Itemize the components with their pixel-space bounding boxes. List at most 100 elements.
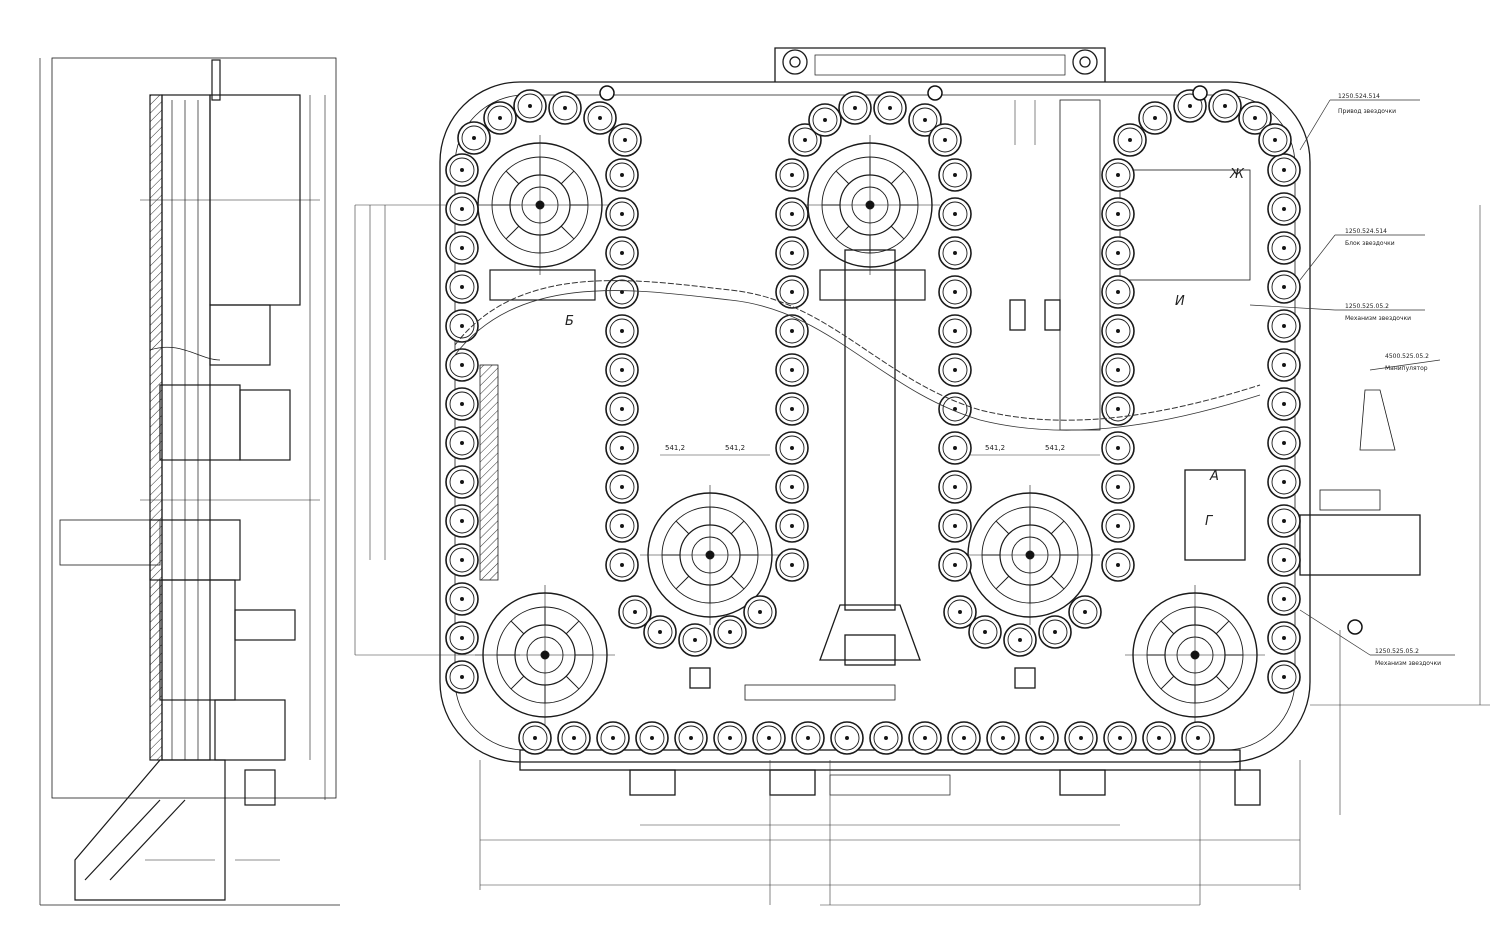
tool-pocket	[1101, 353, 1135, 387]
tool-pocket	[938, 314, 972, 348]
tool-pocket	[605, 158, 639, 192]
tool-pocket	[713, 721, 747, 755]
tool-pocket	[938, 470, 972, 504]
tool-pocket	[678, 623, 712, 657]
tool-pocket	[1267, 582, 1301, 616]
tool-pocket	[445, 543, 479, 577]
callout-3-text: Механизм звездочки	[1345, 315, 1411, 322]
tool-pocket	[873, 91, 907, 125]
tool-pocket	[1113, 123, 1147, 157]
callout-1: 1250.524.514 Привод звездочки	[1299, 93, 1420, 151]
tool-pocket	[1064, 721, 1098, 755]
tool-pocket	[743, 595, 777, 629]
tool-pocket	[830, 721, 864, 755]
magazine-frame	[439, 47, 1421, 806]
tool-pocket	[1267, 387, 1301, 421]
tool-pocket	[605, 236, 639, 270]
tool-pocket	[674, 721, 708, 755]
tool-pocket	[445, 192, 479, 226]
tool-pocket	[445, 660, 479, 694]
tool-pocket	[445, 426, 479, 460]
tool-pocket	[869, 721, 903, 755]
callout-5-text: Механизм звездочки	[1375, 660, 1441, 667]
view-label-a: А	[1209, 469, 1219, 484]
tool-pocket	[445, 465, 479, 499]
guide-pins	[599, 85, 1363, 635]
tool-pocket	[775, 353, 809, 387]
tool-pocket	[775, 158, 809, 192]
tool-pocket	[938, 392, 972, 426]
tool-pocket	[548, 91, 582, 125]
dim-label-3: 541,2	[985, 444, 1005, 452]
dimension-lines	[354, 100, 1490, 906]
tool-pocket	[1267, 426, 1301, 460]
tool-pocket	[513, 89, 547, 123]
tool-pocket	[1208, 89, 1242, 123]
tool-pocket	[1101, 509, 1135, 543]
tool-pocket	[752, 721, 786, 755]
tool-pocket	[938, 197, 972, 231]
tool-pocket	[775, 548, 809, 582]
tool-pocket	[788, 123, 822, 157]
tool-pocket	[1101, 158, 1135, 192]
sprocket-wheel	[1125, 585, 1265, 725]
view-label-g: Г	[1205, 514, 1214, 529]
tool-pocket	[938, 275, 972, 309]
tool-pocket	[483, 101, 517, 135]
tool-pocket	[938, 548, 972, 582]
tool-pocket	[605, 431, 639, 465]
chain-path-curve-2	[454, 290, 1261, 431]
tool-pocket	[445, 582, 479, 616]
sprocket-wheel	[475, 585, 615, 725]
tool-pocket	[445, 348, 479, 382]
tool-pocket	[1101, 314, 1135, 348]
tool-pocket	[557, 721, 591, 755]
view-label-b: Б	[565, 314, 574, 329]
tool-pocket	[635, 721, 669, 755]
tool-pocket	[608, 123, 642, 157]
tool-pocket	[775, 236, 809, 270]
tool-pocket	[775, 197, 809, 231]
tool-pocket	[1267, 231, 1301, 265]
tool-pocket	[943, 595, 977, 629]
tool-pocket	[1142, 721, 1176, 755]
tool-pocket	[1258, 123, 1292, 157]
tool-pocket	[808, 103, 842, 137]
callout-4: 4500.525.05.2 Манипулятор	[1369, 353, 1441, 372]
tool-pocket	[1101, 548, 1135, 582]
tool-pocket	[775, 314, 809, 348]
tool-pocket	[445, 621, 479, 655]
side-view	[39, 57, 340, 906]
tool-pocket	[583, 101, 617, 135]
sprocket-wheel	[800, 135, 940, 275]
tool-pocket	[1038, 615, 1072, 649]
tool-pocket	[1101, 275, 1135, 309]
tool-pocket	[775, 431, 809, 465]
dim-label-2: 541,2	[725, 444, 745, 452]
tool-pocket	[605, 509, 639, 543]
tool-pocket	[1101, 236, 1135, 270]
callout-2: 1250.524.514 Блок звездочки	[1299, 228, 1425, 281]
tool-pocket	[605, 197, 639, 231]
callout-2-code: 1250.524.514	[1345, 228, 1387, 235]
tool-pocket	[605, 275, 639, 309]
tool-pocket	[775, 392, 809, 426]
tool-pocket	[1267, 504, 1301, 538]
tool-pocket	[1068, 595, 1102, 629]
tool-pocket	[1025, 721, 1059, 755]
tool-pocket	[605, 392, 639, 426]
tool-pocket	[518, 721, 552, 755]
tool-pocket	[457, 121, 491, 155]
tool-pocket	[938, 236, 972, 270]
tool-pocket	[791, 721, 825, 755]
tool-pocket	[445, 387, 479, 421]
callout-1-code: 1250.524.514	[1338, 93, 1380, 100]
wheel-mount-block	[489, 269, 596, 301]
tool-pocket	[838, 91, 872, 125]
tool-pocket	[775, 470, 809, 504]
tool-pocket	[1101, 392, 1135, 426]
tool-pocket	[596, 721, 630, 755]
tool-pocket	[605, 314, 639, 348]
